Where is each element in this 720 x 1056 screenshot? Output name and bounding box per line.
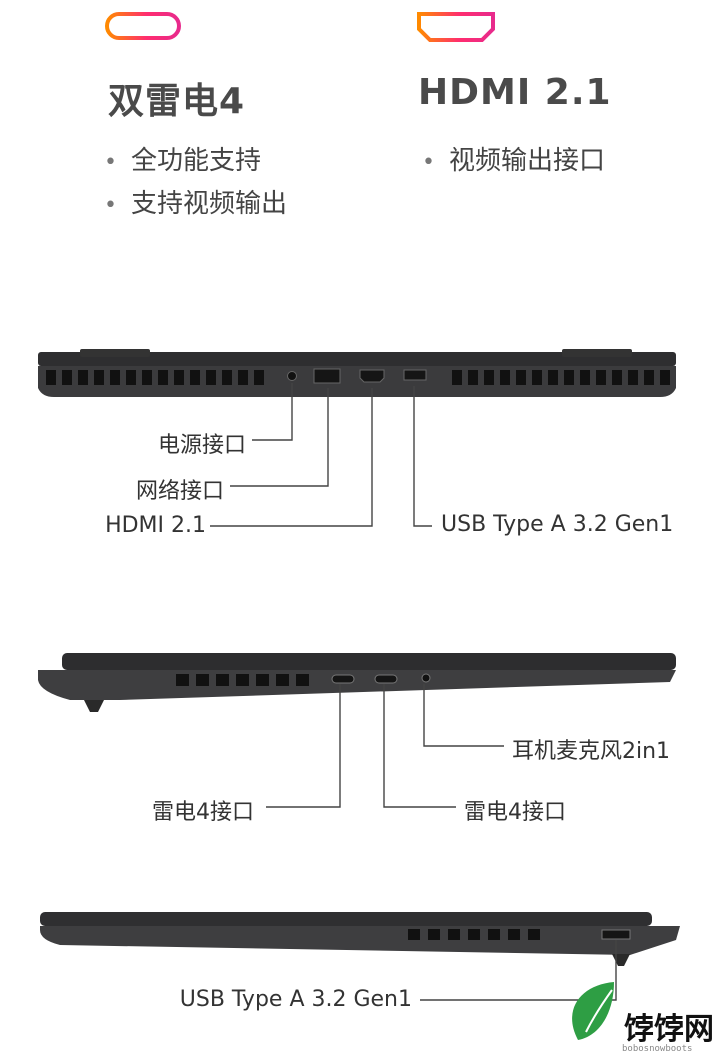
watermark-leaf-icon	[572, 982, 614, 1040]
rear-vent-left	[46, 370, 264, 385]
thunderbolt-port-b-icon	[374, 674, 398, 684]
power-port-icon	[287, 371, 297, 381]
headset-jack-icon	[421, 673, 431, 683]
left-side-laptop	[38, 653, 676, 712]
hdmi-title: HDMI 2.1	[418, 72, 612, 113]
label-usb-side-port: USB Type A 3.2 Gen1	[179, 987, 412, 1012]
thunderbolt-port-a-icon	[331, 674, 355, 684]
label-power-port: 电源接口	[157, 433, 246, 458]
thunderbolt-feature-1: 全功能支持	[104, 140, 261, 177]
hdmi-rear-port-icon	[359, 369, 385, 383]
rear-view-laptop	[38, 349, 676, 397]
right-side-laptop	[40, 912, 680, 966]
label-thunderbolt-b: 雷电4接口	[464, 800, 566, 825]
rear-vent-right	[452, 370, 670, 385]
label-usb-rear-port: USB Type A 3.2 Gen1	[441, 512, 674, 537]
hdmi-feature-1: 视频输出接口	[422, 140, 605, 177]
label-thunderbolt-a: 雷电4接口	[152, 800, 254, 825]
watermark-subtext: bobosnowboots	[622, 1044, 693, 1054]
label-network-port: 网络接口	[135, 479, 224, 504]
usb-c-port-icon	[105, 12, 181, 40]
usb-a-side-port-icon	[601, 929, 631, 940]
watermark-text: 饽饽网	[624, 1012, 714, 1047]
label-headset-jack: 耳机麦克风2in1	[512, 739, 671, 764]
ethernet-port-icon	[313, 368, 341, 384]
thunderbolt-feature-2: 支持视频输出	[104, 183, 287, 220]
thunderbolt-title: 双雷电4	[108, 81, 246, 122]
usb-a-rear-port-icon	[403, 369, 427, 381]
hdmi-port-icon	[417, 12, 495, 42]
label-hdmi-port: HDMI 2.1	[105, 513, 206, 538]
